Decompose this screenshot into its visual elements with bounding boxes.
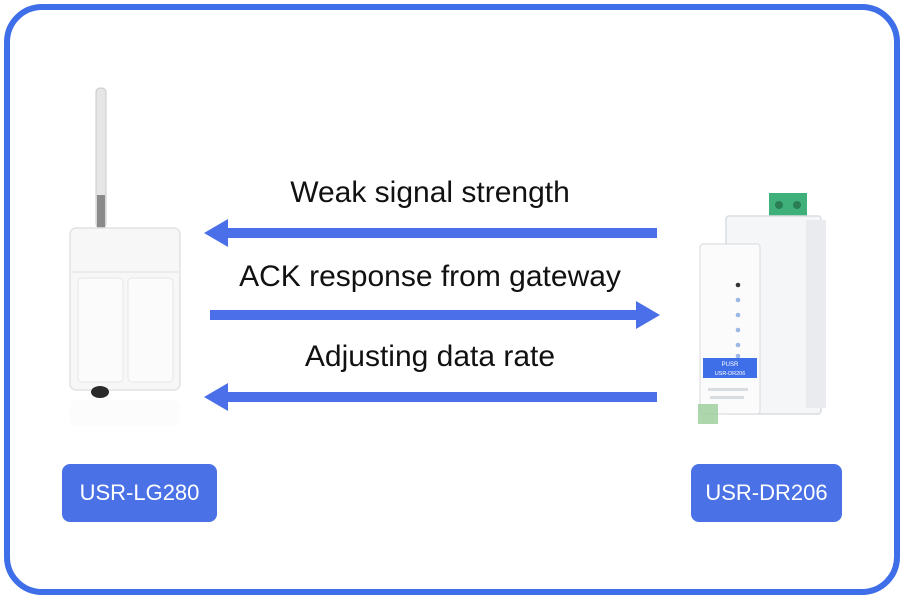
modem-brand-text: PUSR — [722, 362, 739, 368]
arrow-ack-response — [210, 301, 660, 329]
gateway-name-badge: USR-LG280 — [62, 464, 217, 522]
message-label-weak-signal: Weak signal strength — [290, 176, 570, 209]
modem-name-badge: USR-DR206 — [691, 464, 842, 522]
arrow-weak-signal — [204, 219, 657, 247]
message-label-adjust-rate: Adjusting data rate — [304, 340, 556, 373]
message-label-ack-response: ACK response from gateway — [239, 260, 621, 293]
modem-device-illustration: PUSR USR-DR206 — [698, 193, 826, 424]
gateway-device-illustration — [69, 87, 181, 426]
modem-model-text: USR-DR206 — [715, 371, 746, 377]
arrow-adjust-rate — [204, 383, 657, 411]
